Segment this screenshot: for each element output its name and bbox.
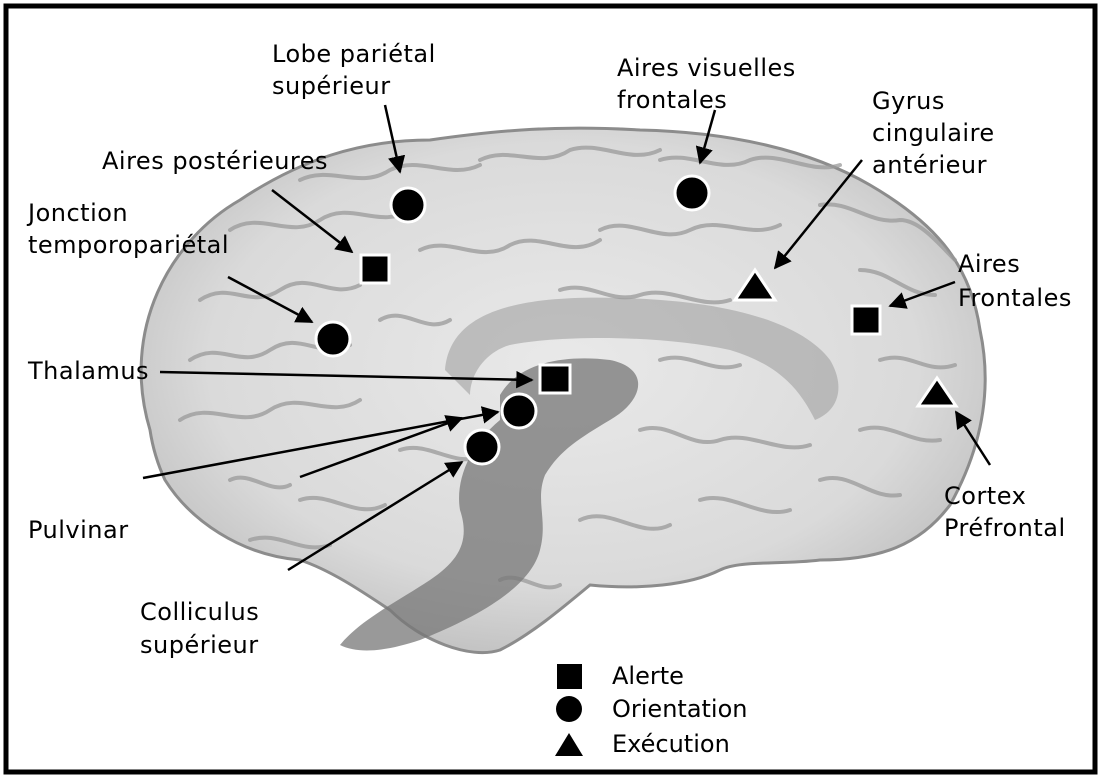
marker-alerte-aires-frontales: [852, 306, 880, 334]
label-jonction-line1: Jonction: [28, 197, 128, 229]
label-aires-frontales-line2: Frontales: [958, 282, 1072, 314]
label-aires-frontales-line1: Aires: [958, 248, 1020, 280]
label-lobe-parietal-line2: supérieur: [272, 70, 391, 102]
label-aires-posterieures: Aires postérieures: [102, 145, 328, 177]
label-gyrus-line2: cingulaire: [872, 117, 995, 149]
label-colliculus-line1: Colliculus: [140, 596, 259, 628]
marker-orientation-pulvinar: [502, 394, 536, 428]
label-colliculus-line2: supérieur: [140, 629, 259, 661]
label-aires-visuelles-line1: Aires visuelles: [617, 52, 796, 84]
label-gyrus-line3: antérieur: [872, 149, 987, 181]
legend-execution-label: Exécution: [612, 729, 730, 759]
label-cortex-line2: Préfrontal: [944, 512, 1066, 544]
label-aires-visuelles-line2: frontales: [617, 84, 727, 116]
marker-orientation-aires-visuelles: [675, 176, 709, 210]
legend-square-icon: [557, 664, 582, 689]
marker-orientation-colliculus: [465, 430, 499, 464]
marker-orientation-jonction: [316, 322, 350, 356]
marker-alerte-aires-posterieures: [361, 255, 389, 283]
legend-orientation-label: Orientation: [612, 694, 748, 724]
label-jonction-line2: temporopariétal: [28, 229, 229, 261]
legend-alerte-label: Alerte: [612, 661, 684, 691]
label-pulvinar: Pulvinar: [28, 514, 129, 546]
marker-alerte-thalamus: [540, 365, 570, 393]
marker-orientation-lobe-parietal: [391, 188, 425, 222]
legend-circle-icon: [556, 696, 582, 722]
label-cortex-line1: Cortex: [944, 480, 1026, 512]
label-lobe-parietal-line1: Lobe pariétal: [272, 38, 436, 70]
label-thalamus: Thalamus: [28, 355, 149, 387]
label-gyrus-line1: Gyrus: [872, 85, 945, 117]
